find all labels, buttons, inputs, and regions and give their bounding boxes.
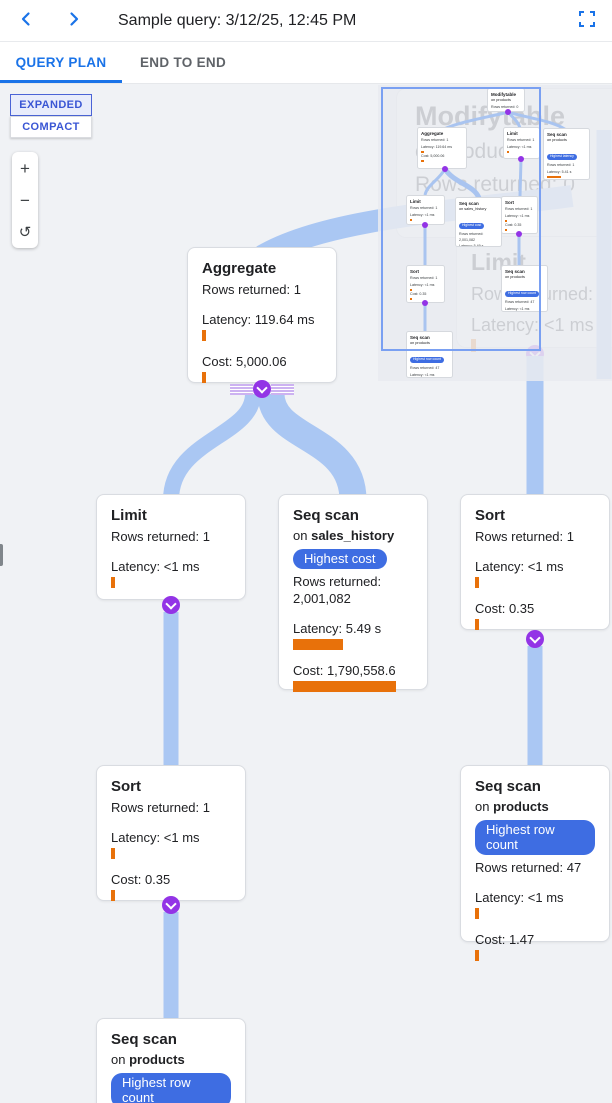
node-rows: Rows returned: 1	[111, 529, 210, 544]
node-cost: Cost: 1,790,558.6	[293, 662, 396, 678]
expanded-toggle[interactable]: EXPANDED	[10, 94, 92, 116]
node-rows: Rows returned: 1	[475, 529, 574, 544]
cost-bar	[475, 949, 479, 961]
fullscreen-icon	[578, 10, 596, 31]
node-table: on products	[111, 1052, 185, 1067]
latency-bar	[111, 576, 115, 588]
node-rows: Rows returned: 47	[475, 860, 582, 875]
minimap-node-limit-left[interactable]: Limit Rows returned: 1 Latency: <1 ms	[406, 195, 445, 225]
latency-bar	[202, 329, 206, 341]
minimap-node-sort-left[interactable]: Sort Rows returned: 1 Latency: <1 ms Cos…	[406, 265, 445, 303]
node-rows: Rows returned: 1	[202, 282, 301, 297]
node-cost: Cost: 0.35	[475, 600, 535, 616]
page-title: Sample query: 3/12/25, 12:45 PM	[118, 11, 357, 29]
latency-bar	[475, 576, 479, 588]
highest-row-count-badge: Highest row count	[475, 820, 595, 855]
minimap-connector-dot	[518, 156, 524, 162]
minimap-node-seqscan-cost[interactable]: Seq scan on sales_history Highest cost R…	[455, 197, 502, 247]
node-latency: Latency: 5.49 s	[293, 620, 382, 636]
node-latency: Latency: <1 ms	[111, 829, 200, 845]
left-scrollbar-thumb[interactable]	[0, 544, 3, 566]
plan-node-sort-right[interactable]: Sort Rows returned: 1 Latency: <1 ms Cos…	[460, 494, 610, 630]
chevron-left-icon	[16, 9, 36, 32]
collapse-connector-limit[interactable]	[162, 596, 180, 614]
highest-cost-badge: Highest cost	[293, 549, 387, 569]
node-title: Seq scan	[475, 778, 541, 795]
zoom-in-button[interactable]: +	[12, 152, 38, 184]
minimap-node-limit-right[interactable]: Limit Rows returned: 1 Latency: <1 ms	[503, 127, 540, 159]
node-title: Seq scan	[111, 1031, 177, 1048]
minimap-connector-dot	[505, 109, 511, 115]
highest-row-count-badge: Highest row count	[410, 356, 445, 363]
cost-bar	[475, 618, 479, 630]
node-latency: Latency: <1 ms	[111, 558, 200, 574]
compact-toggle[interactable]: COMPACT	[10, 116, 92, 138]
zoom-out-button[interactable]: −	[12, 184, 38, 216]
minimap-connector-dot	[442, 166, 448, 172]
minimap-node-sort-right[interactable]: Sort Rows returned: 1 Latency: <1 ms Cos…	[501, 196, 538, 234]
latency-bar	[111, 847, 115, 859]
node-cost: Cost: 1.47	[475, 931, 535, 947]
plan-node-seqscan-sales-history[interactable]: Seq scan on sales_history Highest cost R…	[278, 494, 428, 692]
cost-bar	[293, 680, 396, 692]
latency-bar	[293, 638, 343, 650]
back-button[interactable]	[14, 9, 38, 33]
forward-button[interactable]	[62, 9, 86, 33]
node-title: Limit	[111, 507, 147, 524]
node-title: Sort	[111, 778, 141, 795]
plan-node-seqscan-products-bottom[interactable]: Seq scan on products Highest row count R…	[96, 1018, 246, 1103]
plan-node-sort-left[interactable]: Sort Rows returned: 1 Latency: <1 ms Cos…	[96, 765, 246, 901]
node-title: Seq scan	[293, 507, 359, 524]
minimap-connector-dot	[516, 231, 522, 237]
fullscreen-button[interactable]	[575, 9, 599, 33]
zoom-controls: + − ↺	[12, 152, 38, 248]
collapse-connector-sort-left[interactable]	[162, 896, 180, 914]
chevron-right-icon	[64, 9, 84, 32]
minimap-node-seqscan-latency[interactable]: Seq scan on products Highest latency Row…	[543, 128, 590, 180]
minimap[interactable]: Modifytable on products Rows returned: 0…	[378, 85, 612, 381]
tab-query-plan[interactable]: QUERY PLAN	[0, 42, 122, 83]
node-cost: Cost: 5,000.06	[202, 353, 287, 369]
minimap-connector-dot	[422, 222, 428, 228]
header: Sample query: 3/12/25, 12:45 PM	[0, 0, 612, 42]
node-latency: Latency: 119.64 ms	[202, 311, 315, 327]
minimap-viewport[interactable]	[381, 87, 541, 351]
tab-bar: QUERY PLAN END TO END	[0, 42, 612, 84]
node-rows: Rows returned: 1	[111, 800, 210, 815]
edge-aggregate-limit	[163, 392, 261, 501]
latency-bar	[475, 907, 479, 919]
cost-bar	[202, 371, 206, 383]
highest-row-count-badge: Highest row count	[111, 1073, 231, 1103]
node-title: Aggregate	[202, 260, 277, 277]
collapse-stripes-right	[271, 384, 294, 395]
minimap-connector-dot	[422, 300, 428, 306]
collapse-connector-sort-right[interactable]	[526, 630, 544, 648]
node-cost: Cost: 0.35	[111, 871, 171, 887]
edge-aggregate-seqscan	[257, 392, 367, 502]
node-title: Sort	[475, 507, 505, 524]
plan-node-aggregate[interactable]: Aggregate Rows returned: 1 Latency: 119.…	[187, 247, 337, 383]
minimap-node-seqscan-rowcount-left[interactable]: Seq scan on products Highest row count R…	[406, 331, 453, 378]
highest-latency-badge: Highest latency	[547, 153, 577, 160]
node-table: on products	[475, 799, 549, 814]
highest-cost-badge: Highest cost	[459, 222, 485, 229]
collapse-stripes-left	[230, 384, 253, 395]
node-latency: Latency: <1 ms	[475, 558, 564, 574]
cost-bar	[111, 889, 115, 901]
node-latency: Latency: <1 ms	[475, 889, 564, 905]
minimap-node-aggregate[interactable]: Aggregate Rows returned: 1 Latency: 119.…	[417, 127, 467, 169]
plan-node-limit[interactable]: Limit Rows returned: 1 Latency: <1 ms	[96, 494, 246, 600]
node-rows: Rows returned: 2,001,082	[293, 574, 382, 606]
plan-node-seqscan-products-right[interactable]: Seq scan on products Highest row count R…	[460, 765, 610, 961]
collapse-connector-aggregate[interactable]	[253, 380, 271, 398]
node-table: on sales_history	[293, 528, 395, 543]
query-plan-canvas[interactable]: Modifytable on products Rows returned: 0…	[0, 84, 612, 1103]
reset-view-button[interactable]: ↺	[12, 216, 38, 248]
tab-end-to-end[interactable]: END TO END	[139, 55, 226, 70]
highest-row-count-badge: Highest row count	[505, 290, 540, 297]
